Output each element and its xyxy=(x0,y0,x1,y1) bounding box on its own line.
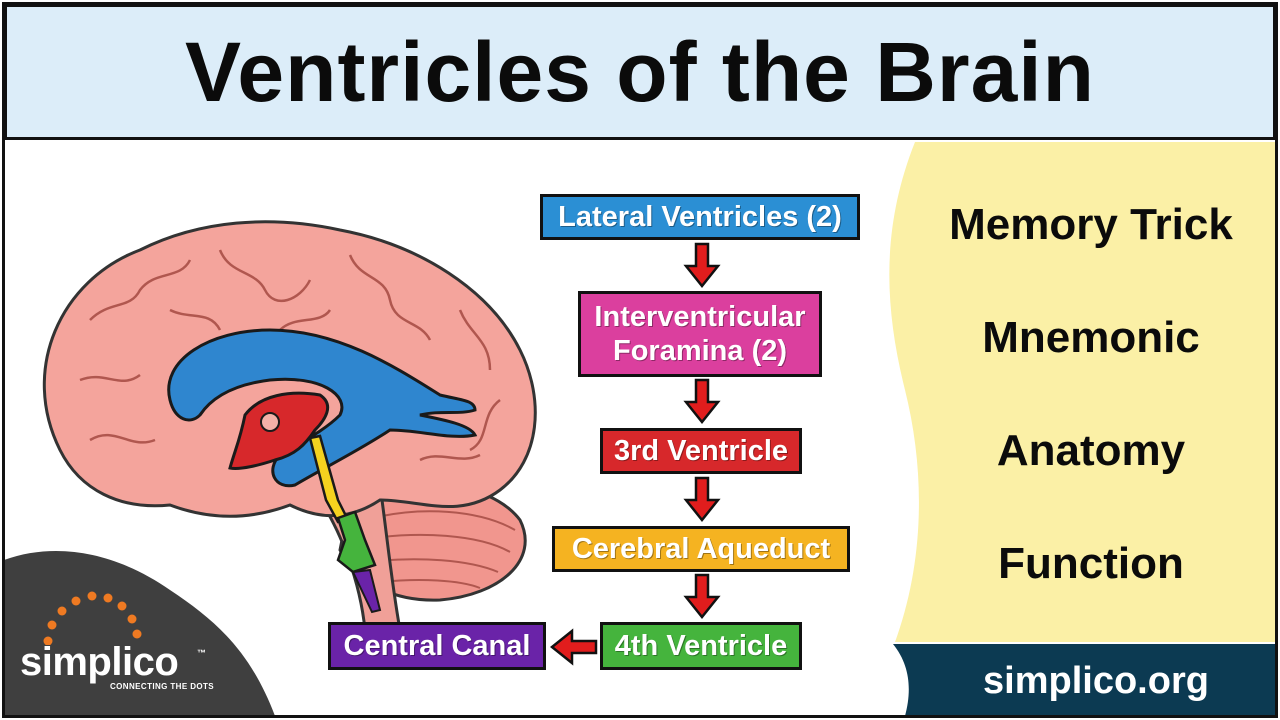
third-ventricle-label: 3rd Ventricle xyxy=(613,435,789,467)
fourth-ventricle-shape xyxy=(336,510,377,574)
arrow-down-icon xyxy=(683,378,721,425)
lateral-ventricle-shape xyxy=(167,328,478,488)
topic-anatomy: Anatomy xyxy=(996,426,1186,475)
central-canal-box: Central Canal xyxy=(328,622,546,670)
logo-tagline: CONNECTING THE DOTS xyxy=(110,682,215,691)
interventricular-foramina-label: Interventricular Foramina (2) xyxy=(594,301,806,367)
topic-list: Memory Trick Mnemonic Anatomy Function xyxy=(918,190,1264,642)
logo-trademark: ™ xyxy=(197,648,206,658)
page-title: Ventricles of the Brain xyxy=(185,24,1095,119)
website-url[interactable]: simplico.org xyxy=(983,660,1209,702)
cerebral-aqueduct-label: Cerebral Aqueduct xyxy=(571,533,831,565)
topic-memory-trick: Memory Trick xyxy=(949,200,1233,249)
title-banner: Ventricles of the Brain xyxy=(4,4,1276,140)
arrow-down-icon xyxy=(683,573,721,620)
topic-function: Function xyxy=(998,539,1184,588)
fourth-ventricle-box: 4th Ventricle xyxy=(600,622,802,670)
logo-wordmark: simplico xyxy=(20,640,179,684)
brain-illustration xyxy=(42,220,537,630)
lateral-ventricles-label: Lateral Ventricles (2) xyxy=(558,201,842,233)
central-canal-shape xyxy=(351,568,382,614)
interthalamic-adhesion xyxy=(260,412,280,432)
third-ventricle-shape xyxy=(228,391,330,470)
arrow-down-icon xyxy=(683,242,721,289)
cerebellum-folds xyxy=(359,510,516,589)
interventricular-foramina-box: Interventricular Foramina (2) xyxy=(578,291,822,377)
topic-mnemonic: Mnemonic xyxy=(982,313,1200,362)
third-ventricle-box: 3rd Ventricle xyxy=(600,428,802,474)
cerebrum-gyri xyxy=(79,249,501,462)
website-badge[interactable]: simplico.org xyxy=(880,643,1280,720)
arrow-down-icon xyxy=(683,476,721,523)
fourth-ventricle-label: 4th Ventricle xyxy=(614,630,788,662)
central-canal-label: Central Canal xyxy=(343,630,531,662)
logo-dots-icon xyxy=(43,591,142,645)
arrow-left-icon xyxy=(550,628,598,666)
lateral-ventricles-box: Lateral Ventricles (2) xyxy=(540,194,860,240)
cerebral-aqueduct-box: Cerebral Aqueduct xyxy=(552,526,850,572)
